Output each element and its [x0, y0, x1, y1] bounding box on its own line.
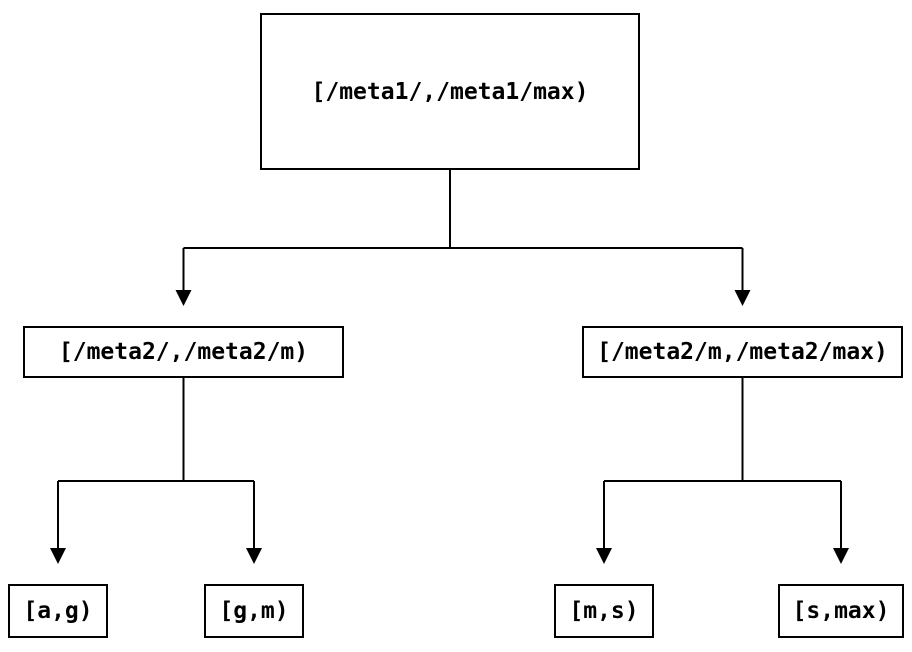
node-meta2-upper-range: [/meta2/m,/meta2/max) [582, 326, 903, 378]
node-leaf-a-g: [a,g) [8, 584, 108, 638]
arrowhead-down-icon [833, 548, 849, 564]
arrowhead-down-icon [50, 548, 66, 564]
arrowhead-down-icon [734, 290, 751, 306]
arrowhead-down-icon [246, 548, 262, 564]
edge-right-to-leaves [596, 378, 849, 564]
node-root-meta1-range: [/meta1/,/meta1/max) [260, 13, 640, 170]
node-leaf-m-s: [m,s) [554, 584, 654, 638]
arrowhead-down-icon [596, 548, 612, 564]
node-leaf-g-m: [g,m) [204, 584, 304, 638]
arrowhead-down-icon [175, 290, 192, 306]
node-leaf-s-max: [s,max) [778, 584, 904, 638]
node-meta2-lower-range: [/meta2/,/meta2/m) [23, 326, 344, 378]
edge-left-to-leaves [50, 378, 262, 564]
edge-root-to-children [175, 170, 751, 306]
